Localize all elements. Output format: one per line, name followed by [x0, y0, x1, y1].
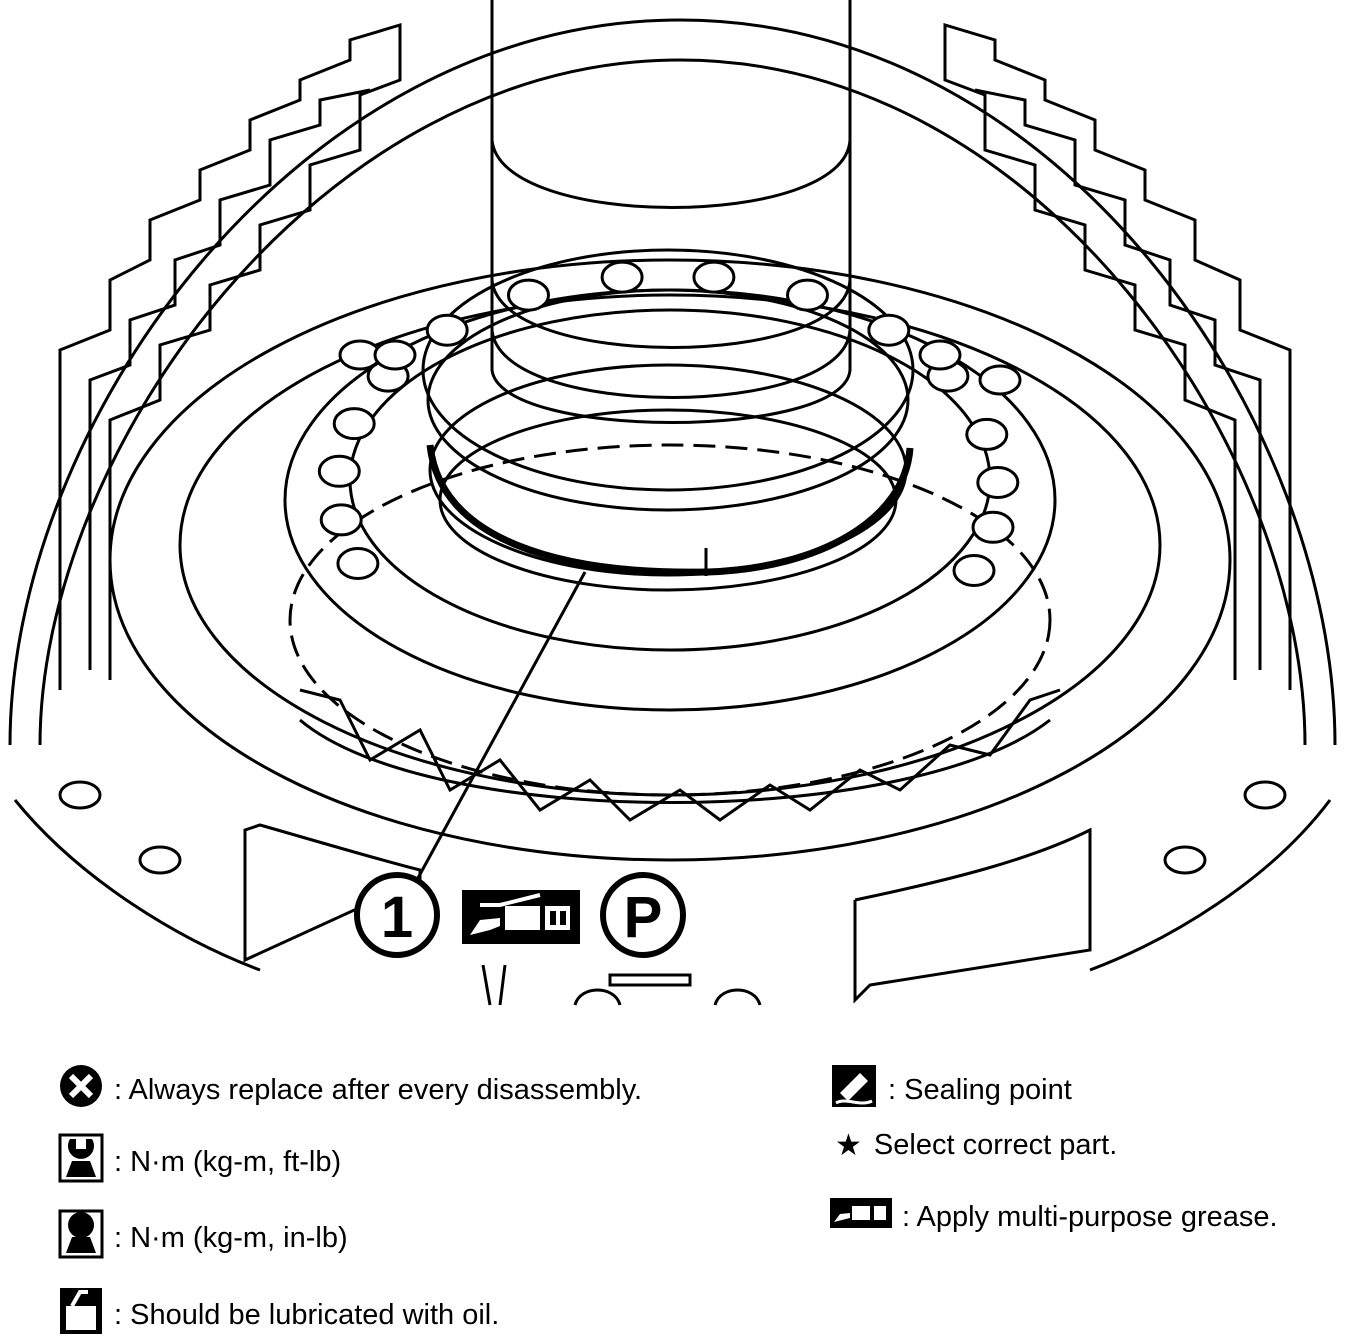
- oil-hole: [692, 260, 736, 294]
- oil-hole: [336, 547, 380, 580]
- outer-housing-arc: [8, 18, 1337, 746]
- oil-hole: [786, 278, 829, 312]
- seal-ring-groove-inner: [438, 408, 898, 592]
- outer-housing-arc-2: [38, 58, 1307, 746]
- oil-hole: [978, 364, 1022, 396]
- seal-groove-2: [426, 288, 910, 512]
- clutch-spline-inner-left: [88, 88, 371, 670]
- housing-hole: [1243, 780, 1287, 810]
- multi-purpose-grease-legend-icon: [830, 1198, 892, 1236]
- oil-hole: [867, 313, 911, 347]
- main-shaft: [490, 0, 852, 424]
- housing-tab-right: [853, 827, 1092, 1004]
- seal-ring-installation-diagram: 1 P: [8, 0, 1337, 1006]
- oil-hole: [971, 510, 1015, 544]
- callout-leader-line: [416, 571, 587, 879]
- sealing-point-icon: [830, 1063, 878, 1117]
- oil-hole: [965, 417, 1009, 451]
- bottom-stub-2: [498, 964, 507, 1006]
- replace-x-icon: [58, 1063, 104, 1117]
- multi-purpose-grease-icon: [462, 890, 580, 944]
- replace-symbol-letter: P: [624, 885, 663, 950]
- legend-nm-inlb-text: : N·m (kg-m, in-lb): [114, 1221, 348, 1254]
- housing-hole: [58, 780, 102, 810]
- shaft-step-1: [490, 139, 852, 209]
- shaft-step-3: [490, 329, 852, 399]
- housing-bottom-lip: [608, 973, 692, 987]
- housing-lower-arc-left: [13, 799, 261, 972]
- legend-nm-ftlb: : N·m (kg-m, ft-lb): [58, 1133, 341, 1191]
- gear-teeth: [299, 688, 1061, 822]
- gear-pitch-line: [288, 443, 1052, 797]
- seal-ring-part-1: [426, 444, 914, 576]
- oil-can-icon: [58, 1286, 104, 1341]
- bottom-stub-1: [481, 964, 492, 1006]
- oil-hole: [373, 339, 417, 371]
- torque-wrench-icon: [58, 1133, 104, 1191]
- oil-hole: [976, 466, 1020, 499]
- legend-select-part-text: Select correct part.: [873, 1129, 1118, 1161]
- legend-always-replace-text: : Always replace after every disassembly…: [114, 1073, 643, 1106]
- legend-lube-oil: : Should be lubricated with oil.: [58, 1286, 499, 1341]
- clutch-spline-teeth-left: [58, 22, 402, 690]
- seal-groove-outer: [421, 248, 915, 492]
- lower-arc-left: [573, 988, 622, 1006]
- legend-sealing-point: : Sealing point: [830, 1063, 1072, 1117]
- gear-base: [299, 718, 1051, 804]
- shaft-step-2: [490, 279, 852, 349]
- housing-hole: [1163, 845, 1207, 875]
- hub-outer-ring: [108, 258, 1232, 862]
- legend-apply-grease-text: : Apply multi-purpose grease.: [902, 1200, 1278, 1233]
- legend-nm-ftlb-text: : N·m (kg-m, ft-lb): [114, 1145, 342, 1178]
- oil-hole: [332, 407, 376, 441]
- housing-tab-left: [243, 823, 422, 963]
- torque-wrench-filled-icon: [58, 1209, 104, 1267]
- star-icon: ★: [835, 1129, 862, 1162]
- housing-hole: [138, 845, 182, 875]
- oil-hole: [600, 260, 644, 294]
- oil-hole: [507, 278, 550, 312]
- legend-always-replace: : Always replace after every disassembly…: [58, 1063, 642, 1117]
- replace-symbol-circle: [600, 872, 686, 958]
- clutch-spline-inner-right: [974, 88, 1262, 670]
- housing-lower-arc-right: [1089, 799, 1332, 972]
- callout-circle-1: [354, 872, 440, 958]
- oil-hole: [918, 339, 962, 371]
- legend-lube-oil-text: : Should be lubricated with oil.: [114, 1298, 500, 1331]
- oil-hole: [317, 454, 361, 488]
- clutch-spline-teeth-right: [943, 22, 1292, 690]
- lower-arc-right: [713, 988, 762, 1006]
- callout-number-1: 1: [381, 885, 413, 950]
- oil-hole: [952, 554, 996, 587]
- oil-hole: [425, 313, 469, 347]
- oil-hole: [319, 503, 363, 537]
- legend-select-part: ★ Select correct part.: [835, 1128, 1117, 1163]
- legend-apply-grease: : Apply multi-purpose grease.: [830, 1198, 1278, 1236]
- legend-nm-inlb: : N·m (kg-m, in-lb): [58, 1209, 348, 1267]
- legend-sealing-point-text: : Sealing point: [888, 1073, 1072, 1106]
